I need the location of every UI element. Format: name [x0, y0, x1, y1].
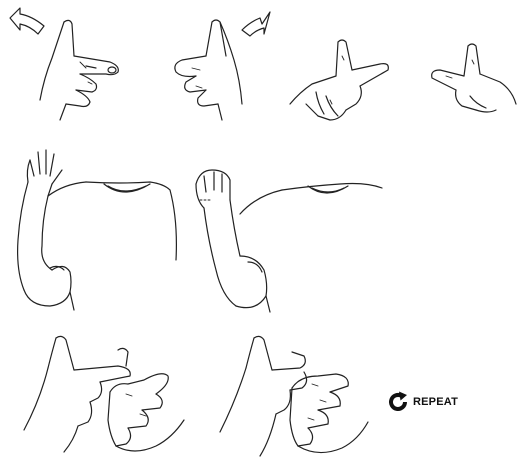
- repeat-indicator: REPEAT: [386, 389, 458, 415]
- step-2-hand-rotate-right: [175, 12, 270, 120]
- step-7-hands-grab-open: [24, 336, 184, 452]
- repeat-label: REPEAT: [413, 397, 458, 408]
- step-1-hand-rotate-left: [10, 8, 118, 120]
- step-5-torso-open-hand: [18, 150, 177, 310]
- step-8-hands-grab-closed: [220, 336, 368, 456]
- repeat-icon: [386, 390, 410, 414]
- curved-arrow-icon: [242, 12, 270, 36]
- step-6-torso-closed-hand: [196, 170, 382, 312]
- step-3-hand-l-shape-front: [290, 40, 388, 120]
- step-4-hand-l-shape-side: [432, 44, 516, 112]
- curved-arrow-icon: [10, 8, 44, 34]
